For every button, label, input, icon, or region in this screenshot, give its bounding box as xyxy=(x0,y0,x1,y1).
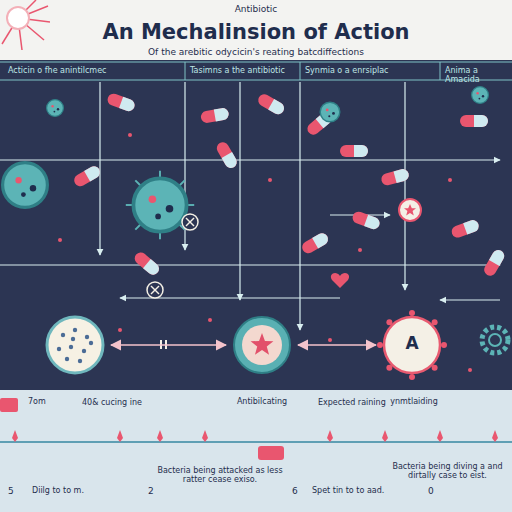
cell-dot xyxy=(61,333,65,337)
cell-node: Antibilcating xyxy=(232,315,292,375)
cell-circle xyxy=(234,317,290,373)
flow-arrows xyxy=(0,82,500,330)
timeline-ticks xyxy=(12,430,498,442)
label-text: Of the arebitic odycicin's reating batcd… xyxy=(10,47,502,57)
gear-hub xyxy=(489,334,501,346)
cell-node: 7om xyxy=(45,315,105,375)
particles xyxy=(58,133,472,372)
bacterium xyxy=(3,163,48,208)
label-text: 5 xyxy=(8,486,22,496)
cell-bead xyxy=(386,365,392,371)
node-text: A xyxy=(382,334,442,353)
node-outline xyxy=(232,315,292,375)
flow-connector xyxy=(111,344,226,346)
node-outline xyxy=(45,315,105,375)
label-text: 0 xyxy=(428,486,442,496)
header-grid xyxy=(0,62,512,80)
star-circle xyxy=(399,199,421,221)
capsule xyxy=(450,218,480,239)
label-text: 40& cucing ine xyxy=(82,398,172,407)
label-text: Tasimns a the antibiotic xyxy=(190,66,298,75)
capsule-marker xyxy=(258,446,284,460)
bacterium xyxy=(47,100,64,117)
gear-teeth xyxy=(482,327,508,353)
label-text: Bacteria being diving a and dirtally cas… xyxy=(385,462,510,480)
capsule xyxy=(482,248,506,278)
bacterium-spikes xyxy=(126,171,194,239)
cell-bead xyxy=(409,310,415,316)
cell-dot xyxy=(57,347,61,351)
label-text: Anima a Amacida xyxy=(445,66,511,84)
label-text: Spet tin to to aad. xyxy=(312,486,412,495)
label-text: 2 xyxy=(148,486,162,496)
heart xyxy=(331,273,349,288)
cell-circle xyxy=(47,317,103,373)
cell-bead xyxy=(386,319,392,325)
star xyxy=(404,204,416,216)
capsule xyxy=(215,140,239,170)
cell-core xyxy=(242,325,282,365)
cell-bead xyxy=(432,365,438,371)
bacterium xyxy=(472,87,489,104)
blocked-circle xyxy=(147,282,163,298)
bacterium xyxy=(126,171,194,239)
pause-bars xyxy=(160,340,167,349)
sun-rays xyxy=(2,0,50,50)
star-marker xyxy=(399,199,421,221)
bacterium xyxy=(320,102,340,122)
capsule xyxy=(460,115,488,127)
flow-connector xyxy=(298,344,376,346)
capsule xyxy=(132,250,161,277)
capsule xyxy=(380,168,410,187)
cell-dot xyxy=(85,335,89,339)
timeline-band xyxy=(0,390,512,512)
cell-dot xyxy=(78,359,82,363)
blocked-marker xyxy=(147,214,198,298)
capsule xyxy=(106,92,136,113)
cell-bead xyxy=(409,374,415,380)
timeline-axis xyxy=(0,441,512,443)
sun-disc xyxy=(7,7,29,29)
capsule xyxy=(72,164,102,188)
node-text: Antibilcating xyxy=(220,398,304,407)
node-text: ynmtlaiding xyxy=(374,398,454,407)
label-text: Antibiotic xyxy=(200,4,312,14)
cell-bead xyxy=(377,342,383,348)
timeline-marker xyxy=(0,398,18,412)
sun xyxy=(2,0,50,50)
star xyxy=(251,333,274,355)
label-text: Synmia o a enrsiplac xyxy=(305,66,437,75)
capsule xyxy=(300,231,330,255)
label-text: Acticin o fhe anintilcmec xyxy=(8,66,183,75)
bacterium xyxy=(47,100,64,117)
cell-dot xyxy=(89,341,93,345)
label-text: 6 xyxy=(292,486,306,496)
cell-node: Aynmtlaiding xyxy=(382,315,442,375)
label-text: Diilg to to m. xyxy=(32,486,132,495)
cell-dot xyxy=(71,337,75,341)
bacterium xyxy=(3,163,48,208)
capsule xyxy=(256,92,286,116)
cell-dot xyxy=(73,328,77,332)
capsule xyxy=(351,210,381,231)
cell-bead xyxy=(432,319,438,325)
capsule xyxy=(340,145,368,157)
title-band xyxy=(0,0,512,60)
cell-dot xyxy=(82,349,86,353)
gear xyxy=(482,327,508,353)
cell-dot xyxy=(69,345,73,349)
diagram-title: An Mechalinsion of Action xyxy=(40,20,472,44)
cell-dot xyxy=(65,357,69,361)
cell-bead xyxy=(441,342,447,348)
blocked-circle xyxy=(182,214,198,230)
bacterium xyxy=(133,178,186,231)
bacterium xyxy=(320,102,340,122)
bacterium xyxy=(472,87,489,104)
label-text: Bacteria being attacked as less ratter c… xyxy=(150,466,290,484)
capsule xyxy=(200,107,230,124)
node-text: 7om xyxy=(28,398,68,407)
